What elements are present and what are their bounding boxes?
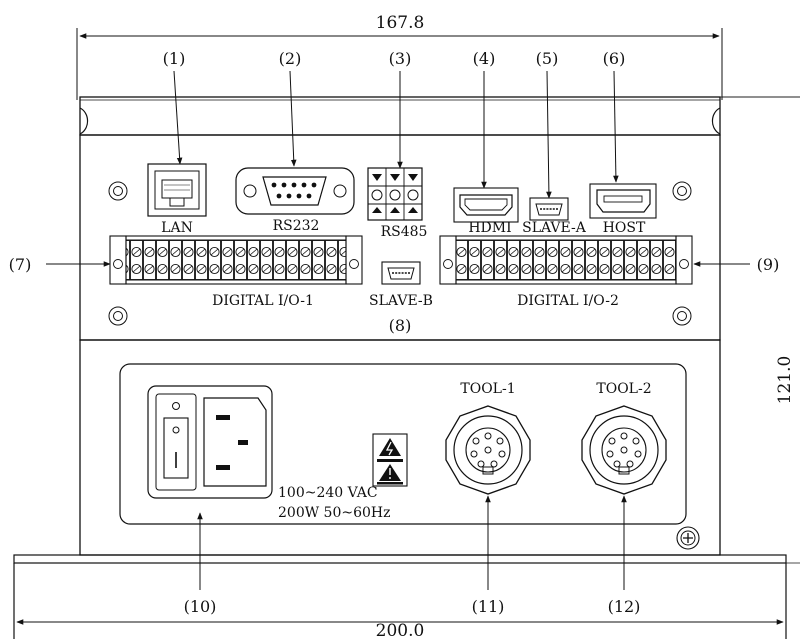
bottom-width-label: 200.0 bbox=[376, 621, 425, 639]
host-label: HOST bbox=[603, 220, 646, 236]
power-voltage-text: 100~240 VAC bbox=[278, 485, 378, 501]
digital-io-1-label: DIGITAL I/O-1 bbox=[212, 293, 314, 309]
panel-screw-icon bbox=[108, 181, 692, 326]
rs232-label: RS232 bbox=[273, 218, 320, 234]
digital-io-1-terminal-block-icon bbox=[109, 235, 363, 285]
host-usb-port-icon bbox=[589, 183, 657, 219]
callout-8: (8) bbox=[389, 316, 412, 335]
callout-2: (2) bbox=[279, 49, 302, 68]
height-dimension: 121.0 bbox=[722, 96, 800, 564]
rs485-label: RS485 bbox=[381, 224, 428, 240]
callout-7: (7) bbox=[9, 255, 32, 274]
tool-2-label: TOOL-2 bbox=[596, 381, 651, 397]
digital-io-2-terminal-block-icon bbox=[439, 235, 693, 285]
rs485-terminal-icon bbox=[367, 167, 423, 221]
callout-1: (1) bbox=[163, 49, 186, 68]
callout-5: (5) bbox=[536, 49, 559, 68]
base-plate bbox=[13, 554, 787, 639]
callout-11: (11) bbox=[472, 597, 505, 616]
top-width-dimension: 167.8 bbox=[76, 13, 723, 100]
callout-12: (12) bbox=[608, 597, 641, 616]
callout-3: (3) bbox=[389, 49, 412, 68]
callout-10: (10) bbox=[184, 597, 217, 616]
slave-b-usb-port-icon bbox=[381, 261, 421, 285]
callout-6: (6) bbox=[603, 49, 626, 68]
hdmi-port-icon bbox=[453, 187, 519, 223]
tool-1-connector-icon bbox=[445, 405, 531, 495]
slave-a-label: SLAVE-A bbox=[522, 220, 587, 236]
hdmi-label: HDMI bbox=[468, 220, 511, 236]
connector-plate bbox=[119, 363, 687, 525]
top-bracket bbox=[79, 96, 800, 136]
tool-1-label: TOOL-1 bbox=[460, 381, 515, 397]
ground-screw-icon bbox=[676, 526, 700, 550]
warning-caution-icon bbox=[372, 433, 408, 487]
slave-a-usb-port-icon bbox=[529, 197, 569, 221]
power-rating-text: 200W 50~60Hz bbox=[278, 505, 391, 521]
top-width-label: 167.8 bbox=[376, 13, 425, 33]
bottom-width-dimension: 200.0 bbox=[16, 619, 784, 639]
digital-io-2-label: DIGITAL I/O-2 bbox=[517, 293, 619, 309]
lan-port-icon bbox=[147, 163, 207, 217]
height-label: 121.0 bbox=[775, 356, 795, 405]
lan-label: LAN bbox=[161, 220, 193, 236]
power-inlet-icon bbox=[147, 385, 273, 499]
slave-b-label: SLAVE-B bbox=[369, 293, 433, 309]
rs232-port-icon bbox=[235, 167, 355, 215]
callout-4: (4) bbox=[473, 49, 496, 68]
callout-9: (9) bbox=[757, 255, 780, 274]
tool-2-connector-icon bbox=[581, 405, 667, 495]
